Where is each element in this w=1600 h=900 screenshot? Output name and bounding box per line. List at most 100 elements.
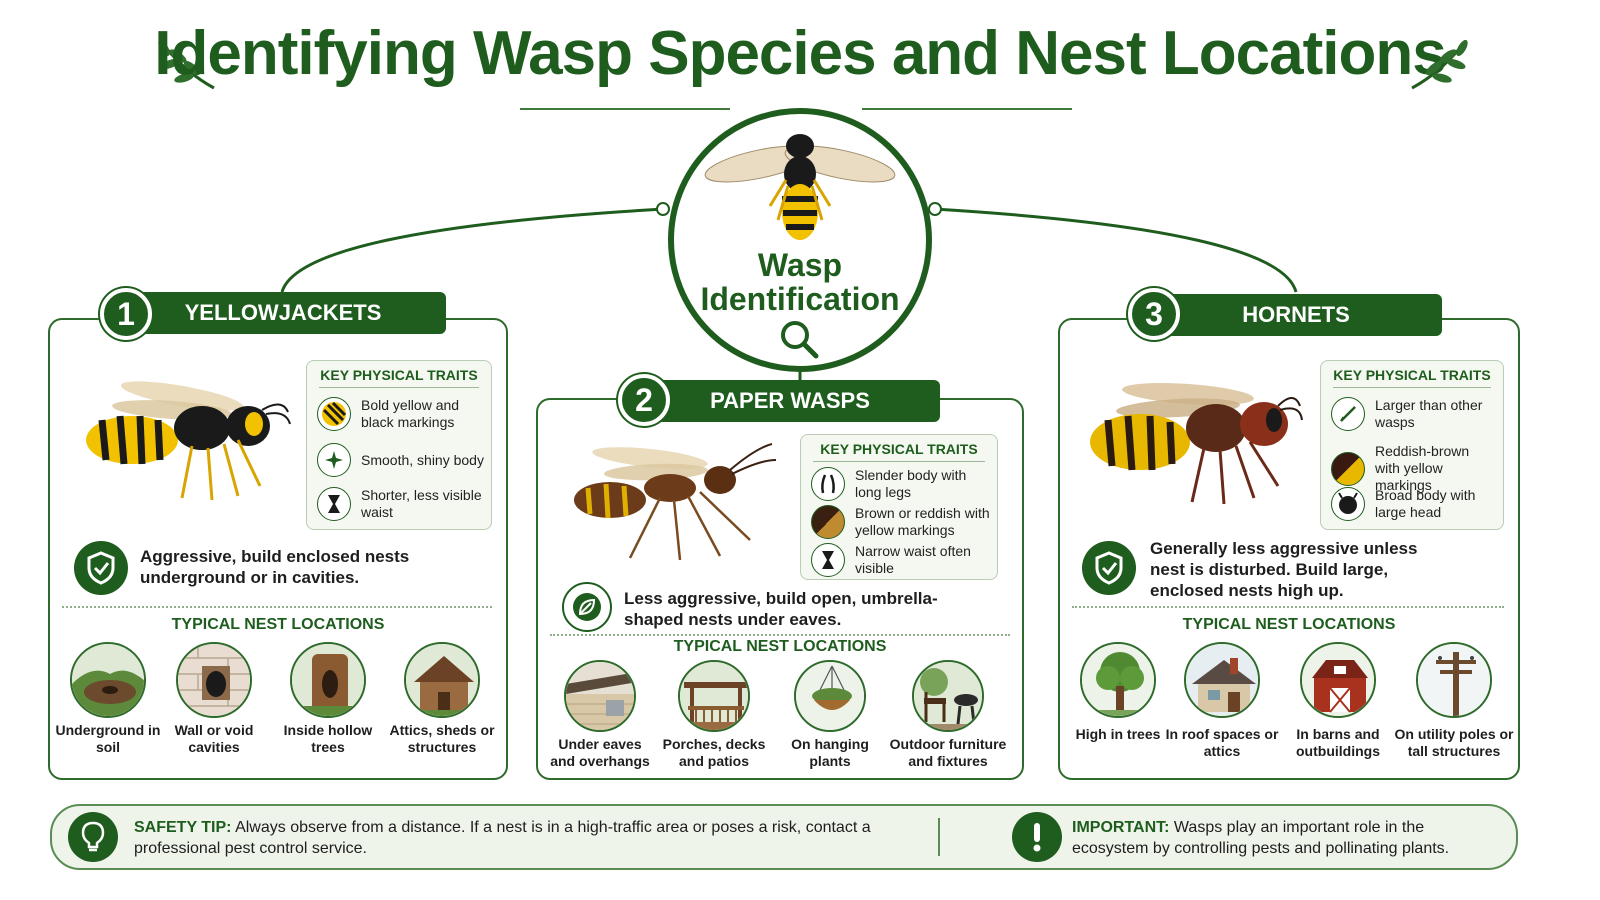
reddish-brown-swatch-icon [1331,451,1365,486]
safety-tip-text: Always observe from a distance. If a nes… [134,819,871,857]
connector-dot-left [656,202,670,216]
magnifier-icon [781,321,819,359]
shield-icon [1082,541,1136,595]
section-divider [550,634,1010,636]
nest-heading: TYPICAL NEST LOCATIONS [171,616,385,633]
wasp-center-icon [704,134,896,240]
narrow-waist-icon [811,543,845,577]
center-title-line1: Wasp [757,247,843,283]
leaf-icon [562,582,612,632]
outdoor-furniture-image [912,660,984,732]
safety-tip-label: SAFETY TIP: [134,819,232,836]
eaves-image [564,660,636,732]
species-name: HORNETS [1242,302,1350,327]
roof-house-image [1184,642,1260,718]
nest-label: Wall or void cavities [174,722,254,755]
traits-heading: KEY PHYSICAL TRAITS [1333,367,1491,383]
traits-divider [1333,387,1491,388]
species-number-badge: 1 [100,288,152,340]
trait-text: Narrow waist often visible [855,543,971,576]
connector-lines [280,207,1298,380]
trait-item: Bold yellow and black markings [317,397,485,431]
hanging-plant-image [794,660,866,732]
striped-pattern-icon [317,397,351,431]
barn-image [1300,642,1376,718]
section-divider [1072,606,1504,608]
nest-heading: TYPICAL NEST LOCATIONS [1182,616,1396,633]
hollow-tree-image [290,642,366,718]
center-title-line2: Identification [700,281,900,317]
exclamation-icon [1012,812,1062,862]
behavior-description: Less aggressive, build open, umbrella-sh… [624,589,938,629]
trait-item: Smooth, shiny body [317,443,485,477]
paper-wasp-image [574,443,777,561]
trait-item: Larger than other wasps [1331,397,1497,431]
footer-divider [938,818,940,856]
yellowjacket-image [86,381,291,501]
nest-label: In roof spaces or attics [1165,726,1279,759]
trait-text: Larger than other wasps [1375,397,1483,430]
nest-label: High in trees [1075,726,1161,742]
footer-bar [50,804,1518,870]
trait-item: Brown or reddish with yellow markings [811,505,991,539]
waist-icon [317,487,351,521]
trait-text: Smooth, shiny body [361,451,484,468]
trait-text: Slender body with long legs [855,467,967,500]
ribbon-yellowjackets: YELLOWJACKETS [120,292,446,334]
nest-label: Underground in soil [55,722,161,755]
porch-image [678,660,750,732]
traits-box-hornets: KEY PHYSICAL TRAITS Larger than other wa… [1320,360,1504,530]
nest-label: Inside hollow trees [283,722,373,755]
section-divider [62,606,492,608]
trait-text: Brown or reddish with yellow markings [855,505,990,538]
species-number-badge: 2 [618,374,670,426]
nest-label: Outdoor furniture and fixtures [889,736,1007,769]
laurel-right-icon [1411,39,1468,90]
trait-item: Shorter, less visible waist [317,487,485,521]
traits-box-paper-wasps: KEY PHYSICAL TRAITS Slender body with lo… [800,434,998,580]
shed-image [404,642,480,718]
laurel-left-icon [158,39,215,90]
trait-item: Slender body with long legs [811,467,991,501]
soil-nest-image [70,642,146,718]
hornet-image [1090,383,1303,505]
trait-item: Broad body with large head [1331,487,1497,521]
important-note: IMPORTANT: Wasps play an important role … [1072,817,1492,859]
important-label: IMPORTANT: [1072,819,1170,836]
nest-label: On hanging plants [791,736,869,769]
connector-dot-right [928,202,942,216]
nest-label: Attics, sheds or structures [389,722,495,755]
ribbon-hornets: HORNETS [1150,294,1442,336]
title-rule-right [862,108,1072,110]
important-text: Wasps play an important role in the ecos… [1072,819,1450,857]
nest-label: In barns and outbuildings [1296,726,1380,759]
center-title: Wasp Identification [668,248,932,316]
tree-image [1080,642,1156,718]
species-name: YELLOWJACKETS [184,300,382,325]
trait-text: Reddish-brown with yellow markings [1375,443,1470,493]
traits-box-yellowjackets: KEY PHYSICAL TRAITS Bold yellow and blac… [306,360,492,530]
large-head-icon [1331,487,1365,521]
slender-legs-icon [811,467,845,501]
trait-item: Reddish-brown with yellow markings [1331,443,1497,494]
traits-divider [813,461,985,462]
nest-label: Porches, decks and patios [662,736,766,769]
traits-divider [319,387,479,388]
species-number-badge: 3 [1128,288,1180,340]
trait-text: Broad body with large head [1375,487,1476,520]
behavior-description: Generally less aggressive unless nest is… [1150,539,1418,600]
traits-heading: KEY PHYSICAL TRAITS [320,367,478,383]
trait-item: Narrow waist often visible [811,543,991,577]
ribbon-paper-wasps: PAPER WASPS [640,380,940,422]
safety-tip: SAFETY TIP: Always observe from a distan… [134,817,914,859]
lightbulb-icon [68,812,118,862]
nest-heading: TYPICAL NEST LOCATIONS [673,638,887,655]
trait-text: Shorter, less visible waist [361,487,482,520]
traits-heading: KEY PHYSICAL TRAITS [820,441,978,457]
trait-text: Bold yellow and black markings [361,397,460,430]
title-rule-left [520,108,730,110]
wall-cavity-image [176,642,252,718]
nest-label: On utility poles or tall structures [1394,726,1514,759]
sparkle-icon [317,443,351,477]
utility-pole-image [1416,642,1492,718]
